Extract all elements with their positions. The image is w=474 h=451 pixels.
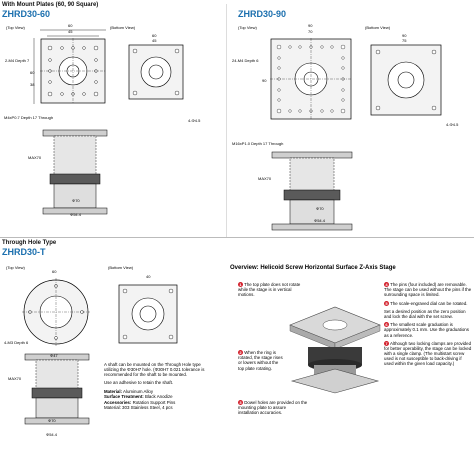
accessories-label: Accessories: (104, 399, 132, 405)
surface-value: Black Anodize (145, 394, 173, 400)
dim-w90: 90 (308, 23, 313, 28)
column-divider (226, 4, 227, 237)
dim-h90: 90 (262, 78, 267, 83)
dim-4m3: 4-M3 Depth 6 (4, 340, 29, 345)
section3-top-view-label: (Top View) (6, 265, 25, 270)
material-value: Aluminum Alloy (123, 389, 154, 395)
overview-stage-illustration (289, 306, 381, 394)
dim-2m4: 2-M4 Depth 7 (5, 58, 30, 63)
section3-header: Through Hole Type (2, 240, 57, 246)
badge-2-icon: 2 (238, 350, 243, 356)
dim-m16: M16xP1.0 Depth 17 Through (232, 141, 284, 146)
section1-header: With Mount Plates (60, 90 Square) (2, 2, 99, 8)
section3-model: ZHRD30-T (2, 247, 46, 257)
dim-phi45-90: 4-Φ4.5 (446, 122, 459, 127)
badge-4-icon: 4 (384, 282, 389, 288)
section-divider (0, 237, 474, 238)
dim-b45: 45 (152, 38, 157, 43)
dim-w70: 70 (308, 29, 313, 34)
badge-6-icon: 6 (384, 322, 389, 328)
dim-m4: M4xP0.7 Depth 17 Through (4, 115, 54, 120)
zhrd30-t-top-view (22, 278, 90, 346)
dim-24m4: 24-M4 Depth 6 (232, 58, 259, 63)
dim-b90: 90 (402, 33, 407, 38)
zhrd30-60-top-view (40, 38, 106, 104)
dim-max70-t: MAX70 (8, 376, 22, 381)
overview-note-1: 4 The pins (four included) are removable… (384, 282, 472, 298)
section2-bottom-view-label: (Bottom View) (365, 25, 391, 30)
dim-t-w60: 60 (52, 269, 57, 274)
zhrd30-60-side-view (42, 129, 108, 215)
dim-t-w40: 40 (146, 274, 151, 279)
dim-d70: Φ70 (72, 198, 80, 203)
dim-b75: 75 (402, 38, 407, 43)
zhrd30-90-side-view (271, 151, 353, 231)
material-label: Material: (104, 389, 123, 395)
dim-phi54: Φ54.4 (46, 432, 57, 437)
dim-b60: 60 (152, 33, 157, 38)
section2-top-view-label: (Top View) (238, 25, 257, 30)
section1-top-view-label: (Top View) (6, 25, 25, 30)
zhrd30-90-top-view (270, 38, 352, 120)
dim-d54: Φ54.4 (70, 212, 81, 217)
through-hole-note-1: A shaft can be mounted on the Through Ho… (104, 362, 205, 378)
dim-w45: 45 (68, 29, 73, 34)
accessories-material: Material: 303 Stainless Steel, 4 pcs (104, 404, 173, 410)
section3-bottom-view-label: (Bottom View) (108, 265, 134, 270)
dim-d54-90: Φ54.4 (314, 218, 325, 223)
overview-left-note-3: 3 Dowel holes are provided on the mounti… (238, 400, 308, 416)
overview-right-notes: 4 The pins (four included) are removable… (384, 282, 472, 366)
dim-w60: 60 (68, 23, 73, 28)
badge-7-icon: 7 (384, 340, 389, 346)
overview-note-2: 5 The scale-engraved dial can be rotated… (384, 300, 468, 306)
accessories-value: Rotation Support Pins (132, 399, 176, 405)
through-hole-note-2: Use an adhesive to retain the shaft. (104, 380, 174, 386)
overview-left-note-2: 2 When the ring is rotated, the stage ri… (238, 350, 283, 371)
section1-model: ZHRD30-60 (2, 9, 51, 19)
dim-phi45: 4-Φ4.5 (188, 118, 201, 123)
zhrd30-t-side-view (24, 353, 90, 425)
badge-1-icon: 1 (238, 282, 243, 288)
overview-title: Overview: Helicoid Screw Horizontal Surf… (230, 265, 396, 271)
zhrd30-60-bottom-view (128, 44, 184, 100)
dim-phi47: Φ47 (50, 353, 58, 358)
dim-phi70: Φ70 (48, 418, 56, 423)
dim-h60: 60 (30, 70, 35, 75)
overview-left-note-1: 1 The top plate does not rotate while th… (238, 282, 301, 298)
dim-max70-90: MAX70 (258, 176, 272, 181)
overview-note-3: Set a desired position as the zero posit… (384, 308, 466, 319)
overview-note-5: 7 Although two locking clamps are provid… (384, 340, 472, 367)
badge-5-icon: 5 (384, 300, 389, 306)
badge-3-icon: 3 (238, 400, 243, 406)
dim-d70-90: Φ70 (316, 206, 324, 211)
dim-max70: MAX70 (28, 155, 42, 160)
dim-h38: 38 (30, 82, 35, 87)
zhrd30-t-bottom-view (118, 284, 178, 344)
through-hole-notes: A shaft can be mounted on the Through Ho… (104, 362, 216, 410)
section1-bottom-view-label: (Bottom View) (110, 25, 136, 30)
section2-model: ZHRD30-90 (238, 9, 287, 19)
overview-note-4: 6 The smallest scale graduation is appro… (384, 322, 469, 338)
zhrd30-90-bottom-view (370, 44, 442, 116)
surface-label: Surface Treatment: (104, 394, 144, 400)
dim-lines-60 (33, 29, 106, 104)
